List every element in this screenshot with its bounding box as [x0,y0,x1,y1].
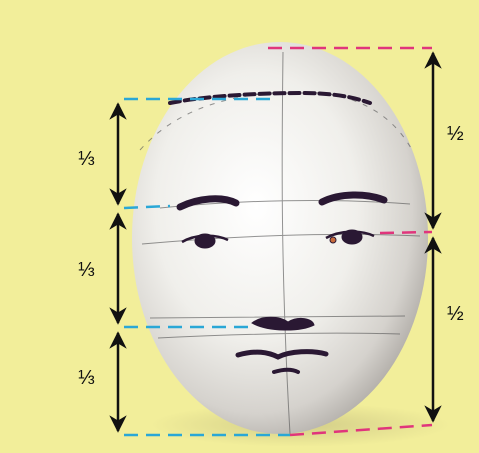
label-middle-third: ⅓ [78,259,95,281]
magenta-guide-middle [380,232,432,233]
chin-mark [274,370,298,372]
label-bottom-third: ⅓ [78,367,95,389]
label-bottom-half: ½ [447,303,464,325]
label-top-third: ⅓ [78,148,95,170]
label-top-half: ½ [447,123,464,145]
